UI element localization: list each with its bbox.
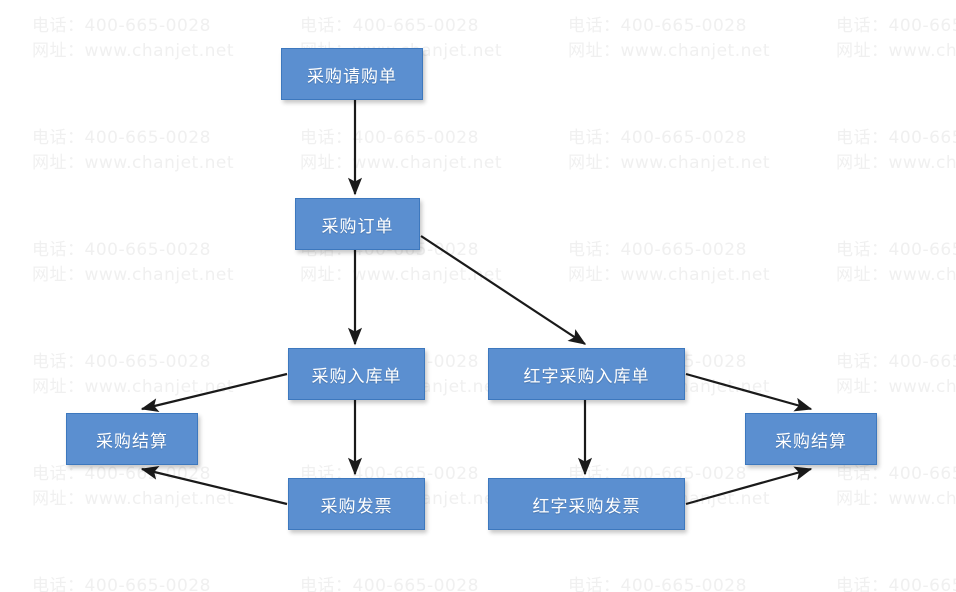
- connector-red_instock-to-settle_r: [685, 372, 813, 412]
- connector-order-to-red_instock: [420, 235, 587, 345]
- node-req[interactable]: 采购请购单: [281, 48, 423, 100]
- node-red_invoice[interactable]: 红字采购发票: [488, 478, 685, 530]
- node-invoice[interactable]: 采购发票: [288, 478, 425, 530]
- node-settle_r[interactable]: 采购结算: [745, 413, 877, 465]
- node-label: 红字采购发票: [532, 496, 641, 517]
- connector-invoice-to-settle_l: [140, 465, 288, 506]
- node-order[interactable]: 采购订单: [295, 198, 420, 250]
- node-label: 红字采购入库单: [523, 366, 650, 387]
- node-label: 采购结算: [96, 431, 168, 452]
- connector-group: [140, 100, 813, 506]
- node-label: 采购请购单: [307, 66, 397, 87]
- node-instock[interactable]: 采购入库单: [288, 348, 425, 400]
- node-settle_l[interactable]: 采购结算: [66, 413, 198, 465]
- node-label: 采购入库单: [311, 366, 402, 387]
- connector-red_invoice-to-settle_r: [685, 466, 813, 506]
- node-label: 采购结算: [775, 431, 847, 452]
- node-label: 采购订单: [321, 216, 394, 237]
- node-label: 采购发票: [320, 496, 393, 517]
- connector-instock-to-settle_l: [140, 372, 288, 413]
- node-red_instock[interactable]: 红字采购入库单: [488, 348, 685, 400]
